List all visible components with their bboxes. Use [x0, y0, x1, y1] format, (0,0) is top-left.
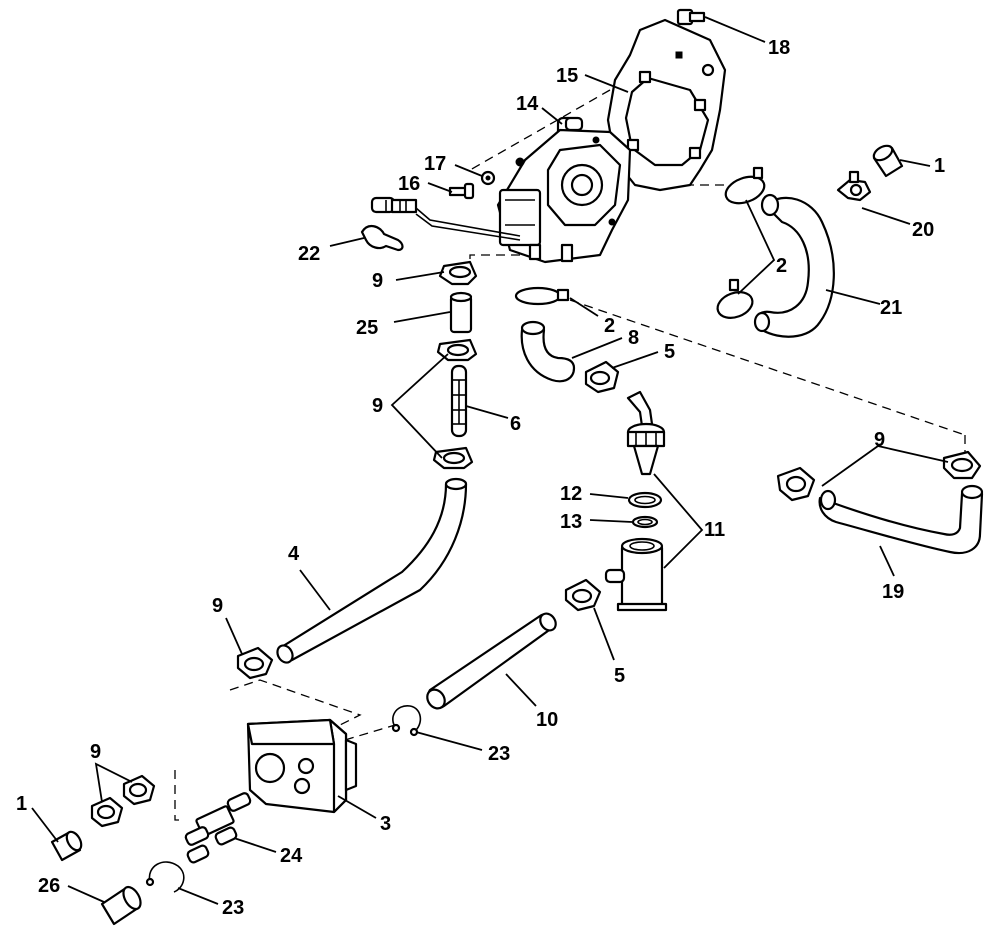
clamp-5-top [584, 360, 620, 394]
bracket-slot-4 [626, 138, 640, 152]
callout-5-bottom: 5 [614, 665, 625, 687]
clamp-9-top [438, 260, 478, 286]
callout-2-hose: 2 [776, 255, 787, 277]
callout-3: 3 [380, 813, 391, 835]
callout-21: 21 [880, 297, 902, 319]
callout-12: 12 [560, 483, 582, 505]
hose-21 [753, 193, 835, 338]
band-clamp-2-middle [514, 286, 570, 306]
sensor-with-wire [370, 196, 521, 241]
sleeve-26 [100, 885, 142, 926]
callout-11: 11 [704, 519, 725, 541]
bracket-notch [675, 51, 683, 59]
callout-9-right: 9 [874, 429, 885, 451]
filter-cap-11 [626, 390, 666, 476]
callout-6: 6 [510, 413, 521, 435]
callout-17: 17 [424, 153, 446, 175]
filter-bowl-11 [604, 537, 668, 612]
leader-lines [31, 16, 949, 905]
callout-4: 4 [288, 543, 300, 565]
clamp-5-bottom [564, 578, 602, 612]
hose-19 [818, 484, 984, 555]
snap-ring-23-mid [391, 705, 422, 737]
callout-18: 18 [768, 37, 790, 59]
housing-port-small-1 [297, 757, 315, 775]
wire-clip-22 [360, 225, 404, 252]
clip-20 [836, 170, 872, 202]
callout-5-top: 5 [664, 341, 675, 363]
sleeve-25 [449, 291, 473, 334]
screw-16 [448, 182, 475, 200]
callout-19: 19 [882, 581, 904, 603]
callout-24: 24 [280, 845, 303, 867]
bracket-slot-2 [693, 98, 707, 112]
pump-outlet-right [560, 243, 574, 263]
callout-9-bottom: 9 [90, 741, 101, 763]
snap-ring-23-bottom [145, 861, 185, 893]
callout-9-top: 9 [372, 270, 383, 292]
clamp-9-bottom-a [90, 796, 124, 828]
housing-port-large [254, 752, 286, 784]
clamp-9-left [236, 646, 274, 680]
pump-outlet-left [528, 243, 542, 261]
callout-25: 25 [356, 317, 378, 339]
callout-2-clamp: 2 [604, 315, 615, 337]
clamp-9-bottom-b [122, 774, 156, 806]
housing-port-small-2 [293, 777, 311, 795]
callout-20: 20 [912, 219, 934, 241]
band-clamp-upper [724, 166, 766, 205]
clamp-9-lower-filter [432, 446, 474, 470]
bracket-slot-3 [688, 146, 702, 160]
pump-reservoir [498, 188, 542, 247]
callout-16: 16 [398, 173, 420, 195]
o-ring-12 [627, 491, 663, 509]
callout-8: 8 [628, 327, 639, 349]
callout-13: 13 [560, 511, 582, 533]
callout-14: 14 [516, 93, 539, 115]
callout-1-top: 1 [934, 155, 945, 177]
callout-22: 22 [298, 243, 320, 265]
callout-23-bottom: 23 [222, 897, 244, 919]
screw-18 [676, 8, 706, 26]
hose-4 [276, 477, 468, 664]
clamp-9-right-upper [942, 450, 982, 480]
callout-9-mid: 9 [372, 395, 383, 417]
fuel-pump-assembly [496, 128, 632, 264]
elbow-hose-8 [520, 320, 576, 383]
clamp-9-right-lower [776, 466, 816, 502]
band-clamp-lower [716, 278, 754, 319]
callout-9-left: 9 [212, 595, 223, 617]
callout-15: 15 [556, 65, 578, 87]
callout-23-mid: 23 [488, 743, 510, 765]
cap-1-bottom [50, 830, 83, 862]
tee-connector-24 [184, 792, 252, 864]
bracket-hole [701, 63, 715, 77]
nut-17 [480, 170, 496, 186]
mounting-bracket [606, 18, 727, 192]
bracket-slot-1 [638, 70, 652, 84]
callout-10: 10 [536, 709, 558, 731]
o-ring-13 [631, 515, 659, 529]
cap-1-top [872, 144, 904, 178]
inline-filter-6 [450, 364, 468, 438]
callout-26: 26 [38, 875, 60, 897]
fuel-pump-housing-3 [246, 718, 358, 814]
callout-1-bottom: 1 [16, 793, 27, 815]
pump-center [570, 173, 594, 197]
callout-labels: 18 15 14 17 16 1 20 22 2 21 9 25 2 8 5 9… [16, 37, 945, 919]
hose-10 [426, 612, 557, 710]
